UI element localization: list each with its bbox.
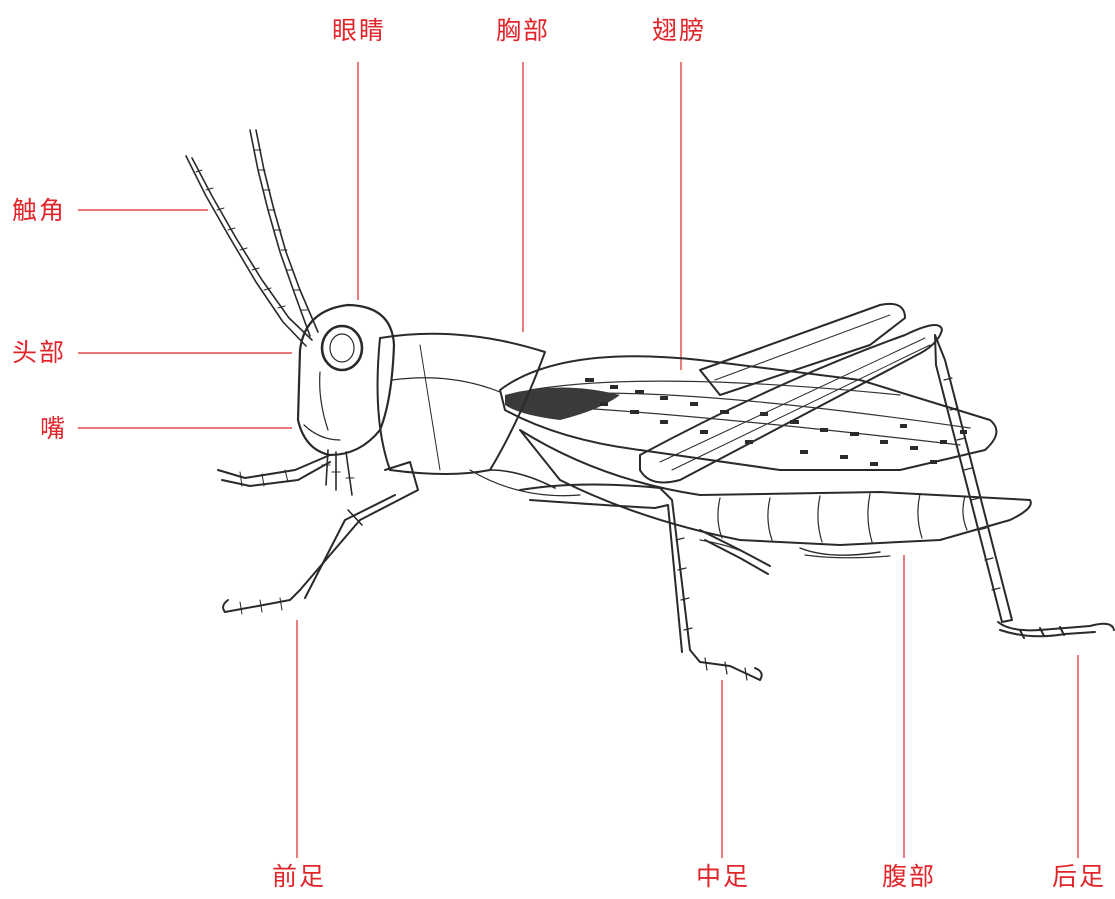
label-thorax: 胸部 [496,18,550,43]
label-mouth: 嘴 [40,416,67,441]
label-antenna: 触角 [12,198,66,223]
middle-legs [520,484,770,680]
wings [500,356,996,470]
abdomen-shape [520,430,1031,555]
label-wings: 翅膀 [652,18,706,43]
front-legs [218,455,418,614]
label-eye: 眼睛 [332,18,386,43]
label-hindleg: 后足 [1052,864,1106,889]
label-midleg: 中足 [696,864,750,889]
label-foreleg: 前足 [272,864,326,889]
label-abdomen: 腹部 [882,864,936,889]
head-shape [298,305,394,495]
label-head: 头部 [12,340,66,365]
antennae [186,130,318,346]
